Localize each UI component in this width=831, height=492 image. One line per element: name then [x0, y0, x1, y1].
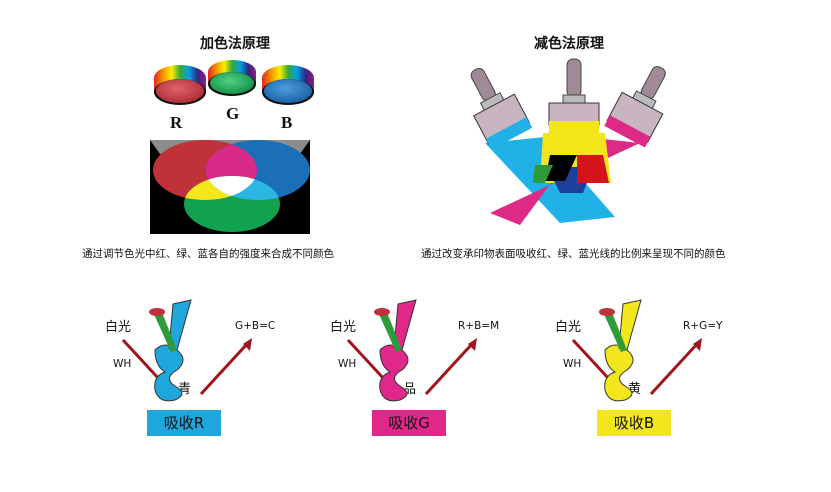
panel-absorb-badge: 吸收G	[372, 410, 446, 436]
panel-absorb-badge: 吸收R	[147, 410, 221, 436]
panel-light-label: 白光	[555, 320, 582, 335]
subtractive-caption: 通过改变承印物表面吸收红、绿、蓝光线的比例来呈现不同的颜色	[421, 248, 726, 260]
green-disc	[208, 60, 256, 96]
right-paint-brush	[604, 66, 666, 148]
additive-caption: 通过调节色光中红、绿、蓝各自的强度来合成不同颜色	[82, 248, 334, 260]
letter-b: B	[281, 113, 293, 132]
panel-formula: R+B=M	[458, 320, 500, 332]
panel-arrows-illustration	[346, 299, 477, 402]
letter-g: G	[226, 104, 240, 123]
additive-title: 加色法原理	[200, 36, 270, 52]
panel-arrows-illustration	[571, 299, 702, 402]
panel-light-label: 白光	[105, 320, 132, 335]
panel-formula: G+B=C	[235, 320, 276, 332]
red-disc	[154, 65, 206, 105]
magenta-ink-glyph	[374, 299, 417, 402]
panel-wh-label: WH	[338, 358, 357, 370]
rgb-overlap-stage	[150, 140, 310, 234]
cyan-ink-glyph	[149, 299, 192, 402]
left-paint-brush	[470, 67, 533, 150]
middle-paint-brush	[548, 58, 600, 135]
panel-yellow: 白光 WH R+G=Y 黄 吸收B	[545, 290, 745, 450]
rgb-light-discs	[154, 60, 314, 105]
panel-wh-label: WH	[563, 358, 582, 370]
blue-disc	[262, 65, 314, 105]
panel-cyan: 白光 WH G+B=C 青 吸收R	[95, 290, 295, 450]
panel-absorb-badge: 吸收B	[597, 410, 671, 436]
panel-light-label: 白光	[330, 320, 357, 335]
panel-wh-label: WH	[113, 358, 132, 370]
panel-magenta: 白光 WH R+B=M 品 吸收G	[320, 290, 520, 450]
panel-formula: R+G=Y	[683, 320, 723, 332]
cmy-brushes-illustration	[470, 58, 666, 225]
panel-arrows-illustration	[121, 299, 252, 402]
letter-r: R	[170, 113, 183, 132]
yellow-ink-glyph	[599, 299, 642, 402]
subtractive-title: 减色法原理	[534, 36, 604, 52]
